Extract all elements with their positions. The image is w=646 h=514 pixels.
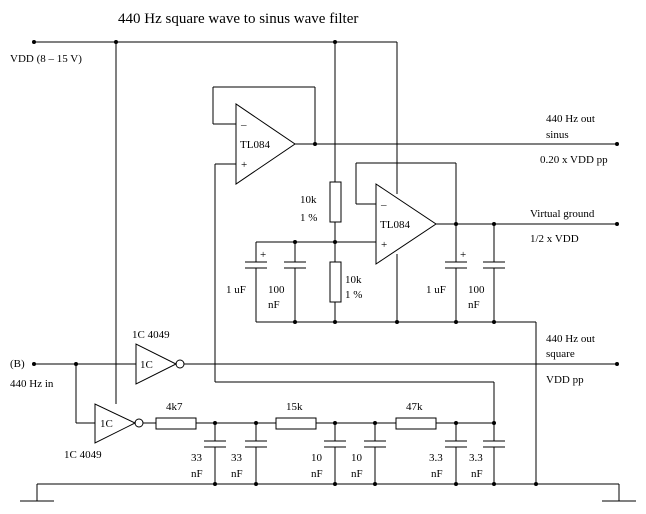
sinus-out-label: 440 Hz out	[546, 113, 595, 125]
cap-1uf-left: 1 uF	[226, 284, 246, 296]
r-top-value: 10k	[300, 194, 317, 206]
svg-text:nF: nF	[311, 468, 323, 480]
input-label-freq: 440 Hz in	[10, 378, 54, 390]
r-47k: 47k	[406, 401, 423, 413]
svg-text:nF: nF	[231, 468, 243, 480]
svg-text:nF: nF	[431, 468, 443, 480]
sinus-out-amplitude: 0.20 x VDD pp	[540, 154, 608, 166]
vg-out-value: 1/2 x VDD	[530, 233, 579, 245]
cap-100-left: 100	[268, 284, 285, 296]
opamp-lower-label: TL084	[380, 219, 410, 231]
r-15k: 15k	[286, 401, 303, 413]
cap-100-right: 100	[468, 284, 485, 296]
inverter-upper: 1C 1C 4049	[132, 329, 619, 385]
input-section: (B) 440 Hz in	[10, 358, 136, 424]
cap-33-b: 33	[231, 452, 243, 464]
cap-10-a: 10	[311, 452, 323, 464]
square-out-amplitude: VDD pp	[546, 374, 584, 386]
svg-text:+: +	[381, 239, 387, 251]
svg-text:nF: nF	[191, 468, 203, 480]
svg-text:+: +	[260, 249, 266, 261]
cap-1uf-right: 1 uF	[426, 284, 446, 296]
svg-text:1C: 1C	[140, 359, 153, 371]
rc-filter: 4k7 15k 47k	[143, 401, 505, 486]
inverter-upper-part: 1C 4049	[132, 329, 170, 341]
r-4k7: 4k7	[166, 401, 183, 413]
divider-caps: + 1 uF 100 nF	[226, 242, 306, 324]
ground-rail	[20, 483, 636, 502]
svg-text:–: –	[380, 199, 387, 211]
vg-out-label: Virtual ground	[530, 208, 595, 220]
diagram-title: 440 Hz square wave to sinus wave filter	[118, 11, 358, 27]
r-top-tolerance: 1 %	[300, 212, 317, 224]
vdd-label: VDD (8 – 15 V)	[10, 53, 82, 65]
svg-text:–: –	[240, 119, 247, 131]
svg-text:1C: 1C	[100, 418, 113, 430]
svg-text:+: +	[460, 249, 466, 261]
svg-text:+: +	[241, 159, 247, 171]
square-out-type: square	[546, 348, 575, 360]
cap-3-3-b: 3.3	[469, 452, 483, 464]
cap-33-a: 33	[191, 452, 203, 464]
opamp-upper-label: TL084	[240, 139, 270, 151]
sinus-out-type: sinus	[546, 129, 569, 141]
input-label-b: (B)	[10, 358, 25, 370]
r-bottom-value: 10k	[345, 274, 362, 286]
svg-text:nF: nF	[468, 299, 480, 311]
opamp-upper: – + TL084	[212, 86, 619, 422]
voltage-divider: 10k 1 % 10k 1 %	[300, 181, 362, 324]
inverter-lower-part: 1C 4049	[64, 449, 102, 461]
inverter-lower: 1C 1C 4049	[64, 403, 144, 461]
vdd-rail: VDD (8 – 15 V)	[10, 40, 398, 404]
r-bottom-tolerance: 1 %	[345, 289, 362, 301]
svg-text:nF: nF	[351, 468, 363, 480]
output-caps: + 1 uF 100 nF	[426, 224, 505, 324]
cap-3-3-a: 3.3	[429, 452, 443, 464]
svg-text:nF: nF	[471, 468, 483, 480]
svg-text:nF: nF	[268, 299, 280, 311]
cap-10-b: 10	[351, 452, 363, 464]
square-out-label: 440 Hz out	[546, 333, 595, 345]
